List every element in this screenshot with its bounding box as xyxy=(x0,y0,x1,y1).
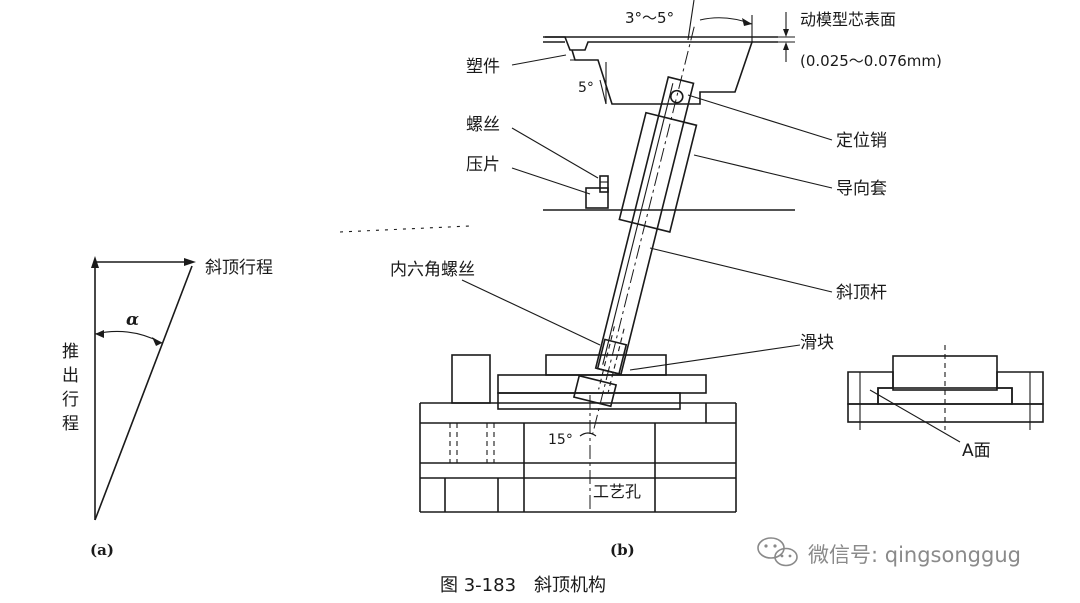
lifter-arrow-head xyxy=(184,258,196,266)
lifter-stroke-label: 斜顶行程 xyxy=(205,258,273,278)
slider-detail-view: A面 xyxy=(847,345,1044,461)
figure-caption: 图 3-183 斜顶机构 xyxy=(440,575,606,596)
face-a-label: A面 xyxy=(962,441,991,461)
lifter-rod xyxy=(592,26,698,435)
leader-hex-screw xyxy=(461,279,601,346)
core-surface-label: 动模型芯表面 xyxy=(800,10,896,29)
sub-label-a: (a) xyxy=(90,541,114,559)
alpha-arc xyxy=(94,330,163,344)
watermark: 微信号: qingsonggug xyxy=(757,537,1021,567)
part-label: 塑件 xyxy=(466,57,500,77)
eject-label-char-2: 出 xyxy=(62,366,79,386)
leader-face-a xyxy=(869,389,961,443)
angle-top-label: 3°～5° xyxy=(625,9,674,27)
alpha-label: α xyxy=(126,310,139,330)
angle-ref-line xyxy=(687,0,695,41)
locating-pin xyxy=(669,89,684,104)
pin-label: 定位销 xyxy=(836,131,887,151)
eject-label-char-3: 行 xyxy=(62,390,79,410)
process-hole-label: 工艺孔 xyxy=(593,482,641,501)
leader-guide xyxy=(693,154,833,189)
stroke-triangle-diagram: 斜顶行程 α 推 出 行 程 (a) xyxy=(62,256,273,559)
guide-sleeve xyxy=(618,111,698,233)
wechat-icon xyxy=(757,537,798,567)
hypotenuse-line xyxy=(94,265,193,521)
leader-plate xyxy=(511,167,591,195)
eject-label-char-4: 程 xyxy=(62,414,79,434)
leader-part xyxy=(511,54,567,66)
hex-screw-label: 内六角螺丝 xyxy=(390,260,475,280)
plastic-part xyxy=(543,36,778,105)
lifter-label: 斜顶杆 xyxy=(836,283,887,303)
slider-label: 滑块 xyxy=(800,333,834,353)
leader-slider xyxy=(629,344,801,371)
slider-block xyxy=(497,374,707,394)
pressing-plate xyxy=(585,175,609,209)
hex-screw-head xyxy=(596,338,628,375)
watermark-text: 微信号: qingsonggug xyxy=(808,543,1021,567)
angle-15-label: 15° xyxy=(548,432,573,448)
leader-pin xyxy=(687,94,833,141)
screw-label: 螺丝 xyxy=(466,115,500,135)
angle-5-label: 5° xyxy=(578,80,594,96)
plate-label: 压片 xyxy=(466,155,500,175)
sub-label-b: (b) xyxy=(610,541,635,559)
base-assembly xyxy=(419,354,737,513)
leader-screw xyxy=(511,127,599,179)
leader-lifter xyxy=(649,247,833,293)
mechanism-section-view: 3°～5° 动模型芯表面 (0.025～0.076mm) 5° xyxy=(339,0,942,559)
offset-label: (0.025～0.076mm) xyxy=(800,52,942,70)
eject-label-char-1: 推 xyxy=(62,342,79,362)
guide-label: 导向套 xyxy=(836,179,887,199)
